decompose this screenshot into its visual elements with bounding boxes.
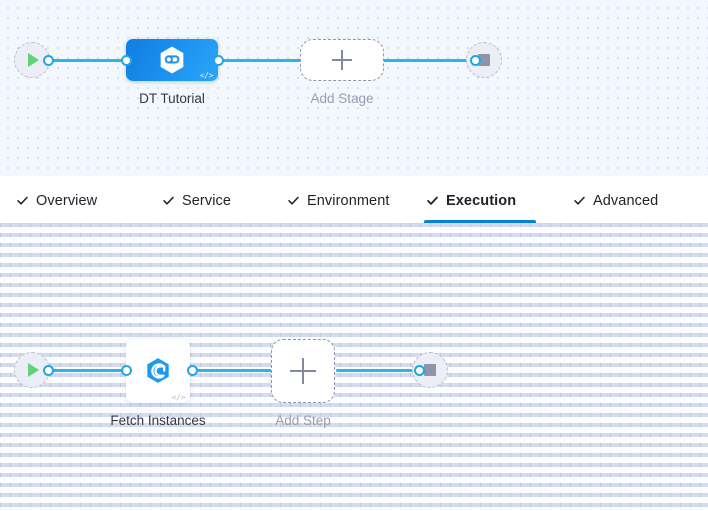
tab-execution-label: Execution bbox=[446, 192, 517, 209]
canvas-grid bbox=[0, 223, 708, 511]
pipeline-tab-bar: Overview Service Environment Execution A… bbox=[0, 176, 708, 223]
tab-service-label: Service bbox=[182, 192, 232, 209]
plus-icon bbox=[290, 358, 316, 384]
execution-end-input-port[interactable] bbox=[414, 365, 425, 376]
link-addstage-to-end bbox=[381, 59, 474, 62]
stop-icon bbox=[478, 54, 490, 66]
step-node-fetch-instances[interactable]: </> bbox=[126, 339, 190, 403]
link-start-to-step bbox=[48, 369, 134, 372]
check-icon bbox=[163, 196, 174, 205]
tab-service[interactable]: Service bbox=[160, 178, 233, 223]
stage-input-port[interactable] bbox=[121, 55, 132, 66]
stage-node-dt-tutorial[interactable]: </> bbox=[126, 39, 218, 81]
link-addstep-to-end bbox=[336, 369, 418, 372]
harness-hexagon-icon bbox=[157, 45, 187, 75]
add-step-label: Add Step bbox=[275, 413, 331, 428]
end-input-port[interactable] bbox=[470, 55, 481, 66]
check-icon bbox=[574, 196, 585, 205]
tab-execution[interactable]: Execution bbox=[424, 178, 536, 223]
plus-icon bbox=[332, 50, 352, 70]
tab-environment[interactable]: Environment bbox=[285, 178, 392, 223]
code-glyph-icon: </> bbox=[199, 71, 214, 80]
check-icon bbox=[17, 196, 28, 205]
tab-advanced[interactable]: Advanced bbox=[571, 178, 660, 223]
stage-node-label: DT Tutorial bbox=[139, 91, 205, 106]
add-stage-label: Add Stage bbox=[310, 91, 374, 106]
stage-output-port[interactable] bbox=[213, 55, 224, 66]
check-icon bbox=[427, 196, 438, 205]
step-input-port[interactable] bbox=[121, 365, 132, 376]
play-icon bbox=[28, 53, 39, 67]
play-icon bbox=[28, 363, 39, 377]
link-stage-to-addstage bbox=[218, 59, 304, 62]
tab-advanced-label: Advanced bbox=[593, 192, 659, 209]
add-stage-button[interactable] bbox=[300, 39, 384, 81]
step-output-port[interactable] bbox=[187, 365, 198, 376]
link-step-to-addstep bbox=[192, 369, 272, 372]
stop-icon bbox=[424, 364, 436, 376]
code-glyph-icon: </> bbox=[171, 393, 186, 402]
link-start-to-stage bbox=[48, 59, 130, 62]
start-output-port[interactable] bbox=[43, 55, 54, 66]
add-step-button[interactable] bbox=[271, 339, 335, 403]
step-node-label: Fetch Instances bbox=[110, 413, 206, 428]
execution-canvas[interactable]: </> Fetch Instances Add Step bbox=[0, 223, 708, 511]
tab-overview-label: Overview bbox=[36, 192, 98, 209]
tab-environment-label: Environment bbox=[307, 192, 390, 209]
tab-overview[interactable]: Overview bbox=[14, 178, 99, 223]
elastigroup-hexagon-icon bbox=[143, 356, 173, 386]
check-icon bbox=[288, 196, 299, 205]
tab-active-underline bbox=[424, 220, 536, 223]
execution-start-output-port[interactable] bbox=[43, 365, 54, 376]
stage-canvas[interactable]: </> DT Tutorial Add Stage bbox=[0, 0, 708, 176]
